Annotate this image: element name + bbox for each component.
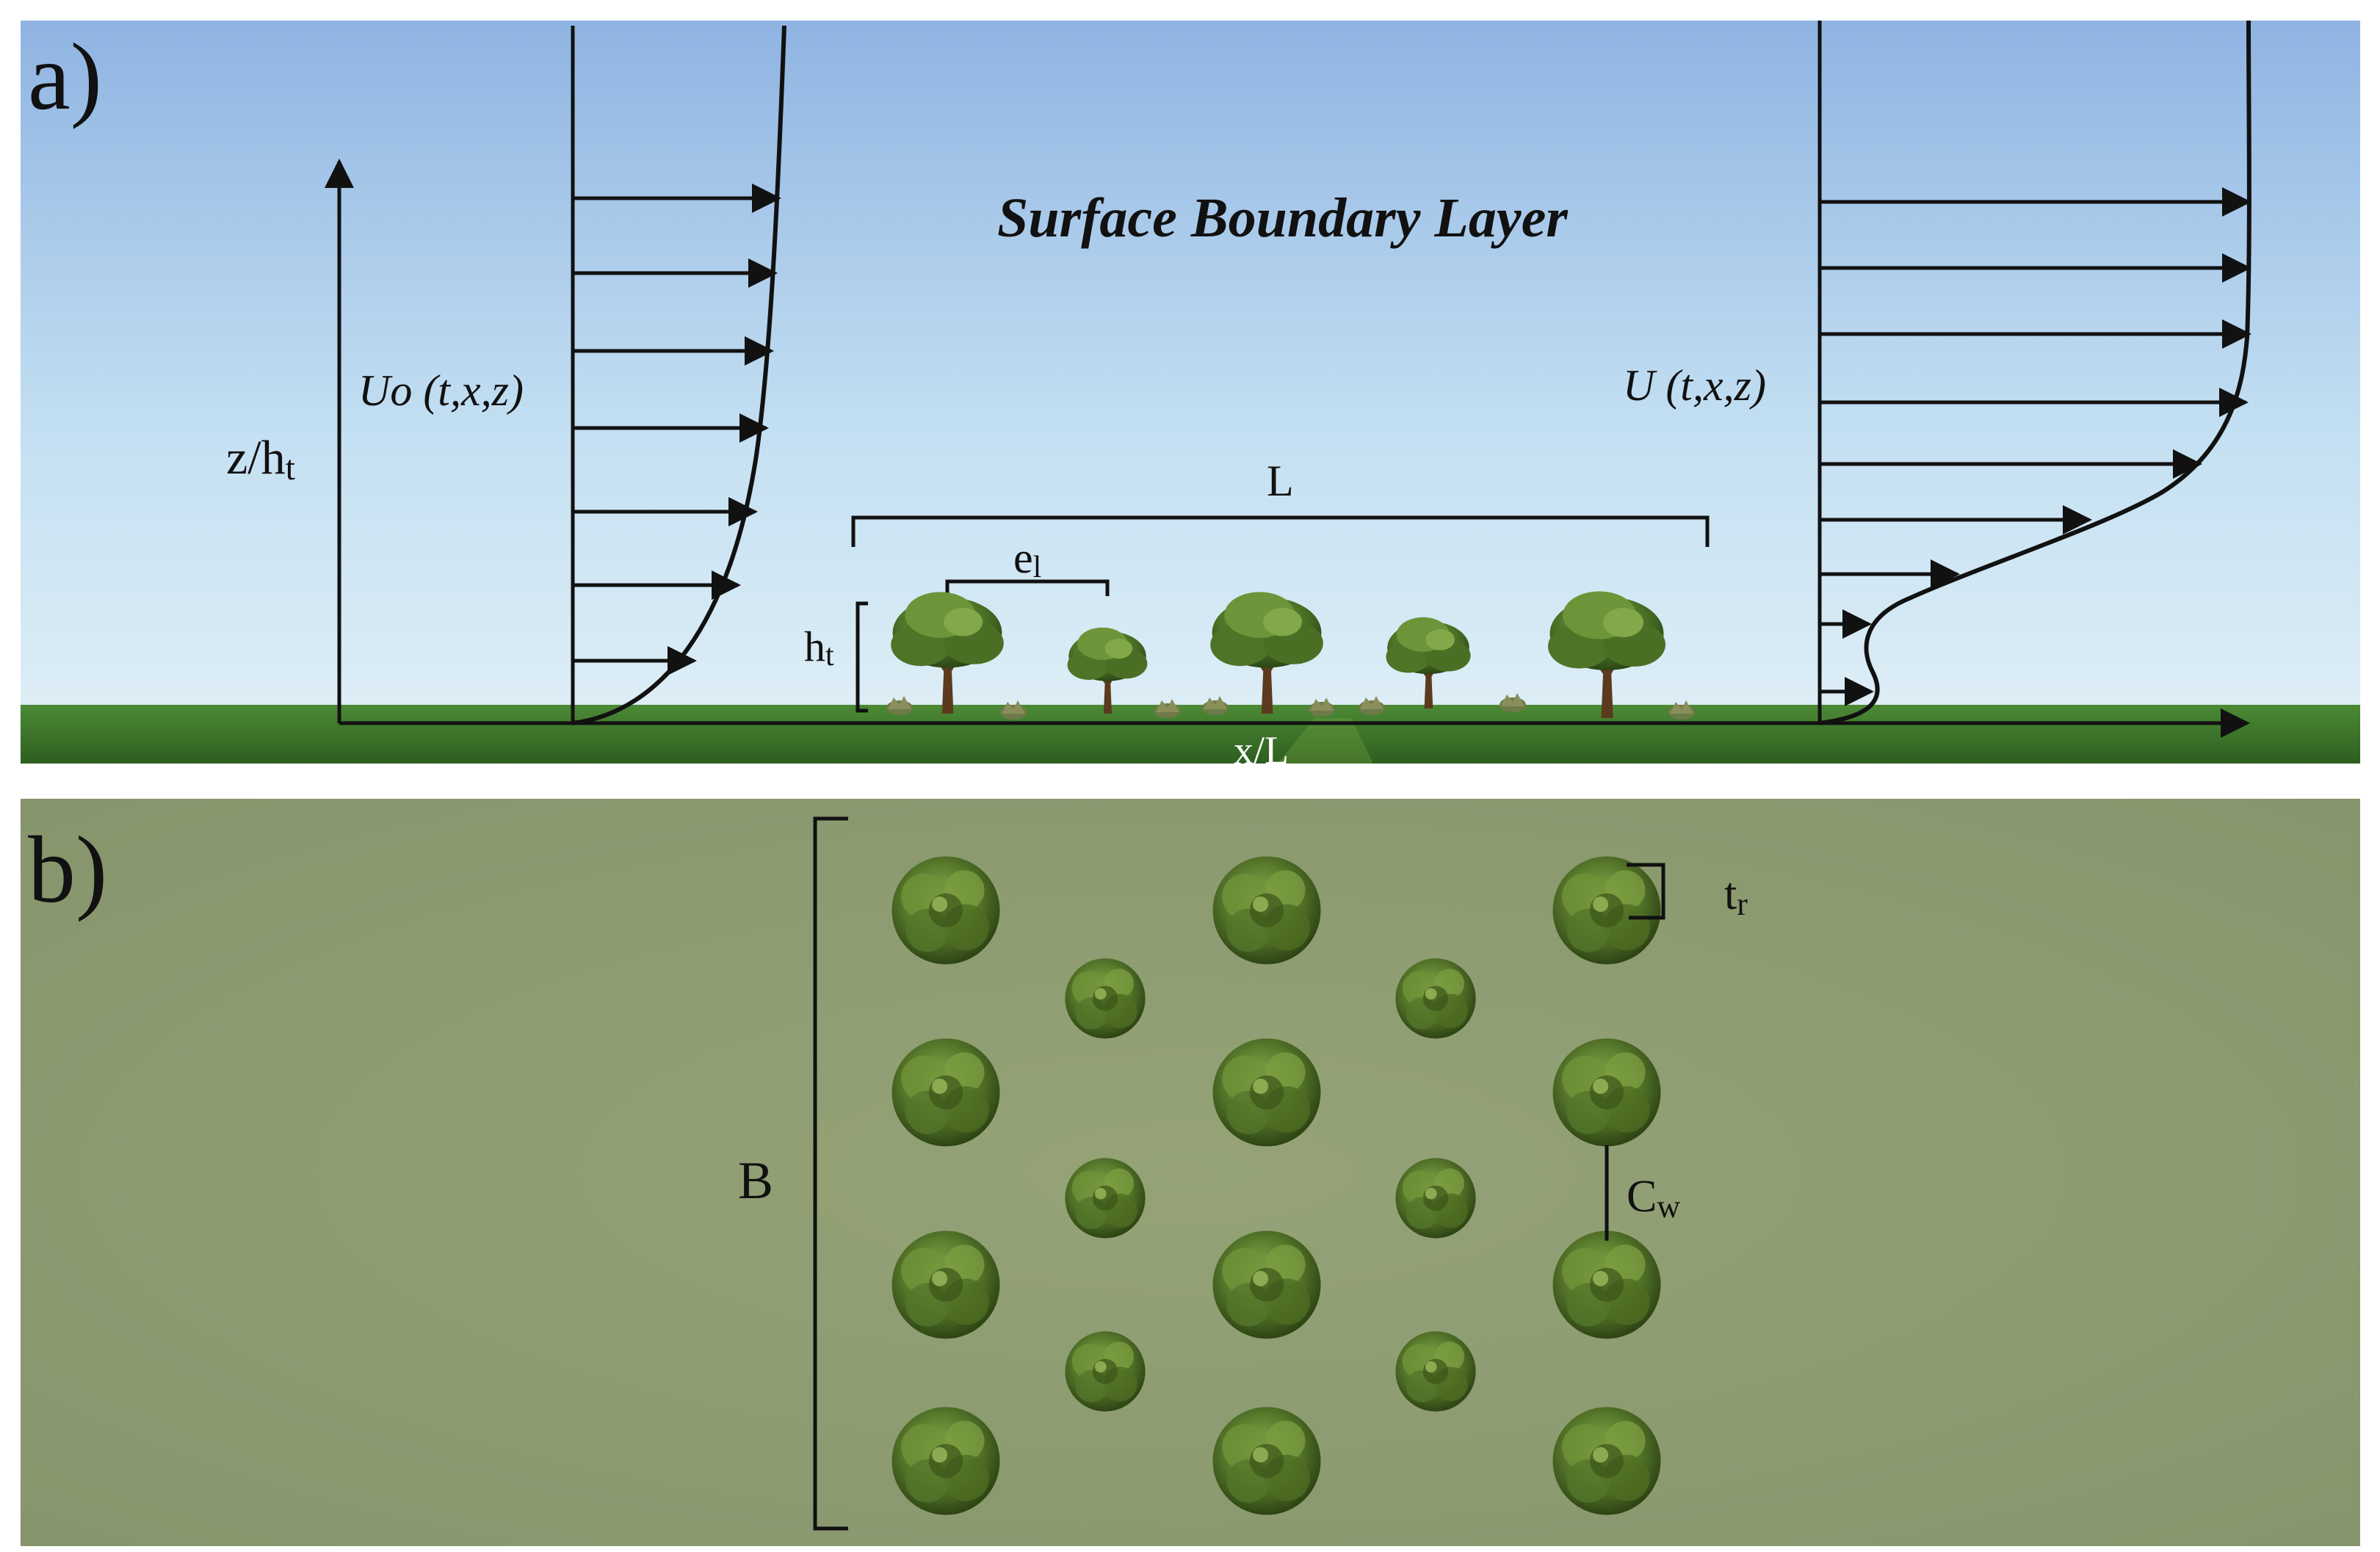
tree-crown-small [1065, 1331, 1146, 1412]
inflow-label: Uo (t,x,z) [358, 366, 524, 415]
tree-crown [1212, 1230, 1321, 1339]
z-axis-label: z/ht [226, 431, 296, 487]
height-label: ht [804, 623, 834, 672]
panel-a-tag: a) [28, 24, 102, 130]
tree-crown [891, 1038, 1000, 1147]
panel-a: a) z/ht x/L Uo (t,x,z) Surface Boundary … [21, 20, 2360, 772]
tree-crown [891, 1407, 1000, 1515]
clearance-label: Cw [1627, 1172, 1680, 1225]
inflow-profile: Uo (t,x,z) [358, 25, 786, 725]
spacing-bracket: el [945, 534, 1110, 596]
spacing-label: el [1013, 534, 1041, 584]
length-bracket: L [851, 457, 1710, 547]
tree-crown [1552, 1230, 1661, 1339]
width-label: B [738, 1151, 773, 1210]
panel-a-ground [21, 705, 2360, 764]
outflow-label: U (t,x,z) [1623, 361, 1766, 410]
width-bracket: B [738, 816, 848, 1531]
height-bracket: ht [804, 601, 868, 713]
crown-radius-marker: tr [1627, 863, 1748, 922]
tree-crown-small [1065, 958, 1146, 1039]
crown-radius-label: tr [1724, 869, 1748, 922]
panel-a-sky [21, 21, 2360, 718]
panel-b-tag: b) [28, 817, 107, 923]
tree-crown-small [1065, 1158, 1146, 1239]
panel-b: b) B [21, 799, 2360, 1546]
tree-crown [1212, 1038, 1321, 1147]
length-label: L [1267, 457, 1294, 505]
x-axis-label: x/L [1234, 728, 1289, 772]
outflow-profile: U (t,x,z) [1623, 20, 2251, 725]
tree-crown [1552, 856, 1661, 965]
tree-crown [891, 856, 1000, 965]
tree-crown [1212, 856, 1321, 965]
panel-a-path [1278, 718, 1373, 764]
panel-a-title: Surface Boundary Layer [997, 187, 1569, 249]
inflow-profile-curve [572, 25, 786, 725]
clearance-marker: Cw [1605, 1145, 1680, 1241]
outflow-profile-curve [1819, 20, 2251, 725]
tree-crown [1552, 1038, 1661, 1147]
panel-b-field [21, 799, 2360, 1546]
tree-crown [1552, 1407, 1661, 1515]
tree-crown-small [1395, 1158, 1476, 1239]
tree-crown-small [1395, 1331, 1476, 1412]
tree-crown [891, 1230, 1000, 1339]
tree-crown [1212, 1407, 1321, 1515]
tree-crown-small [1395, 958, 1476, 1039]
